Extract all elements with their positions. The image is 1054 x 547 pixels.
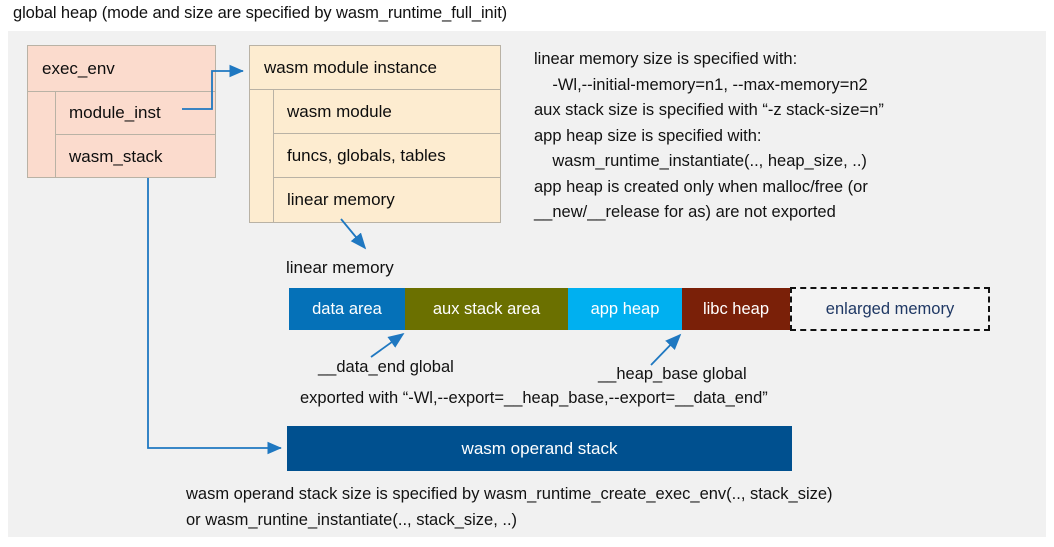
exec-env-box: exec_env module_inst wasm_stack — [27, 45, 216, 178]
operand-stack-notes: wasm operand stack size is specified by … — [186, 485, 833, 529]
wasm-module-instance-field-wasm-module: wasm module — [274, 90, 500, 134]
memory-segment-data-area: data area — [289, 288, 405, 330]
exec-env-header: exec_env — [28, 46, 215, 92]
wasm-module-instance-gutter — [250, 90, 274, 222]
exec-env-gutter — [28, 92, 56, 178]
memory-segment-enlarged-memory: enlarged memory — [790, 287, 990, 331]
exec-env-field-wasm-stack: wasm_stack — [69, 146, 163, 166]
wasm-module-instance-body: wasm module funcs, globals, tables linea… — [250, 90, 500, 222]
wasm-operand-stack-label: wasm operand stack — [461, 438, 618, 458]
memory-segment-libc-heap: libc heap — [682, 288, 790, 330]
memory-segment-aux-stack-area: aux stack area — [405, 288, 568, 330]
page-title: global heap (mode and size are specified… — [13, 4, 508, 22]
wasm-module-instance-box: wasm module instance wasm module funcs, … — [249, 45, 501, 223]
exec-env-body: module_inst wasm_stack — [28, 92, 215, 178]
wasm-operand-stack-bar: wasm operand stack — [287, 426, 792, 471]
wasm-module-instance-field-list: wasm module funcs, globals, tables linea… — [274, 90, 500, 222]
wasm-module-instance-field-funcs-globals-tables: funcs, globals, tables — [274, 134, 500, 178]
annotation-heap-base: __heap_base global — [598, 365, 747, 383]
wasm-module-instance-field-linear-memory: linear memory — [287, 190, 395, 209]
exec-env-field-list: module_inst wasm_stack — [56, 92, 215, 178]
wasm-module-instance-header: wasm module instance — [250, 46, 500, 90]
annotation-exported-with: exported with “-Wl,--export=__heap_base,… — [300, 389, 768, 407]
exec-env-field-module-inst: module_inst — [56, 92, 215, 135]
memory-segment-app-heap: app heap — [568, 288, 682, 330]
annotation-data-end: __data_end global — [318, 358, 454, 376]
linear-memory-label: linear memory — [286, 258, 394, 277]
linear-memory-notes: linear memory size is specified with: -W… — [534, 50, 884, 221]
